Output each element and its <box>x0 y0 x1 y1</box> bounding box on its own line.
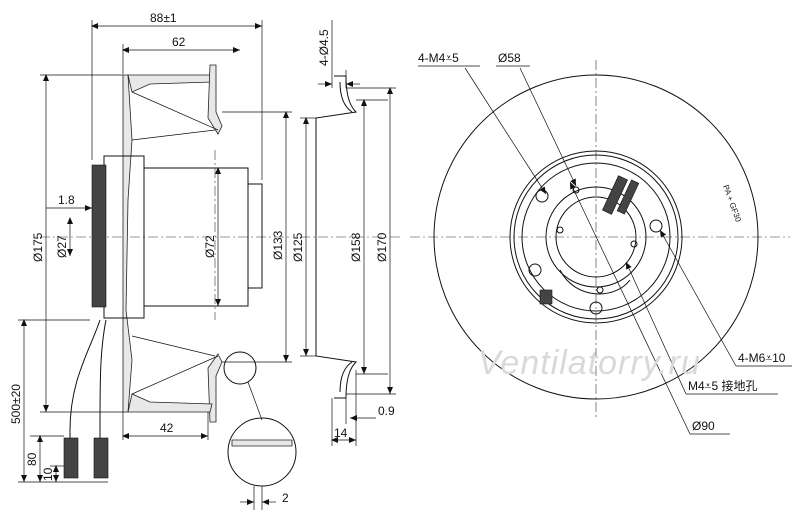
dim-label-0-9: 0.9 <box>378 404 395 418</box>
section-view: 4-Ø4.5 Ø125 Ø158 Ø170 0.9 14 <box>291 20 400 446</box>
mount-hole-2 <box>649 219 663 233</box>
cable-terminal-2 <box>93 437 109 479</box>
dim-label-62: 62 <box>172 35 186 49</box>
callout-4-m6: 4-M6⩡10 <box>738 351 786 365</box>
watermark: Ventilatorry.ru <box>478 344 701 382</box>
impeller-hub-inner-circle <box>513 154 679 320</box>
mount-hole-3 <box>589 301 603 315</box>
leader-ground <box>625 261 687 395</box>
impeller-backplate <box>122 74 133 413</box>
inlet-ring-inner-bottom <box>339 361 353 393</box>
motor-back-cover <box>91 164 107 308</box>
leader-4m6 <box>659 229 737 367</box>
dim-label-72: Ø72 <box>203 235 217 258</box>
callout-d90: Ø90 <box>692 419 715 433</box>
impeller-blade-top <box>127 74 213 93</box>
motor-rotor <box>143 167 249 307</box>
dim-label-500: 500±20 <box>9 384 23 424</box>
motor-ring-circle <box>521 162 671 312</box>
detail-section <box>231 439 293 447</box>
dim-label-170: Ø170 <box>375 232 389 262</box>
small-hole-1 <box>572 186 580 194</box>
dim-label-133: Ø133 <box>271 230 285 260</box>
detail-marker-circle <box>223 351 257 385</box>
dim-label-80: 80 <box>25 452 39 466</box>
blade-edge-4 <box>131 335 216 357</box>
motor-inner-circle <box>545 186 647 288</box>
inlet-ring-inner-top <box>339 81 353 113</box>
dim-label-10: 10 <box>41 467 55 481</box>
ground-terminal <box>539 289 553 305</box>
impeller-blade-bottom <box>127 393 213 413</box>
side-view: 88±1 62 1.8 Ø175 Ø27 Ø72 Ø133 500±20 80 … <box>9 11 297 510</box>
leader-58 <box>519 67 577 187</box>
dim-label-88: 88±1 <box>150 11 177 25</box>
motor-core-circle <box>555 196 637 278</box>
cable-slot-1 <box>602 175 628 215</box>
dim-label-175: Ø175 <box>31 232 45 262</box>
impeller-hub-circle <box>509 150 683 324</box>
dim-label-4-d4-5: 4-Ø4.5 <box>317 29 331 66</box>
rotor-cap <box>247 183 263 289</box>
inlet-ring-top <box>207 64 223 135</box>
detail-leader <box>247 381 263 421</box>
dim-label-42: 42 <box>160 421 174 435</box>
cable-1 <box>69 319 101 476</box>
blade-edge-2 <box>131 355 219 395</box>
front-view: PA + GF30 4-M4⩡5 Ø58 4-M6⩡10 M4⩡5 接地孔 Ø9… <box>410 51 792 435</box>
mount-hole-4 <box>528 263 542 277</box>
inlet-ring-profile <box>315 75 358 399</box>
leader-90 <box>569 181 691 435</box>
dim-label-125: Ø125 <box>291 232 305 262</box>
callout-4-m4: 4-M4⩡5 <box>418 51 459 65</box>
blade-edge-3 <box>131 129 216 141</box>
impeller-outer-circle <box>433 74 759 400</box>
blade-edge-1 <box>131 91 219 131</box>
callout-d58: Ø58 <box>498 51 521 65</box>
leader-4m4 <box>464 67 547 195</box>
small-hole-3 <box>596 286 604 294</box>
detail-view-circle <box>227 417 297 487</box>
dim-label-1-8: 1.8 <box>58 193 75 207</box>
dim-label-158: Ø158 <box>349 232 363 262</box>
dim-label-27: Ø27 <box>55 235 69 258</box>
mount-hole-1 <box>535 189 549 203</box>
cable-2 <box>99 319 107 476</box>
small-hole-2 <box>630 240 638 248</box>
cable-slot-2 <box>616 179 640 215</box>
dim-label-14: 14 <box>334 426 348 440</box>
small-hole-4 <box>556 226 564 234</box>
callout-m4-ground: M4⩡5 接地孔 <box>688 378 757 393</box>
cable-terminal-1 <box>63 437 79 479</box>
material-label: PA + GF30 <box>721 184 743 224</box>
dim-label-2: 2 <box>282 491 289 505</box>
motor-label-arc <box>559 269 631 295</box>
